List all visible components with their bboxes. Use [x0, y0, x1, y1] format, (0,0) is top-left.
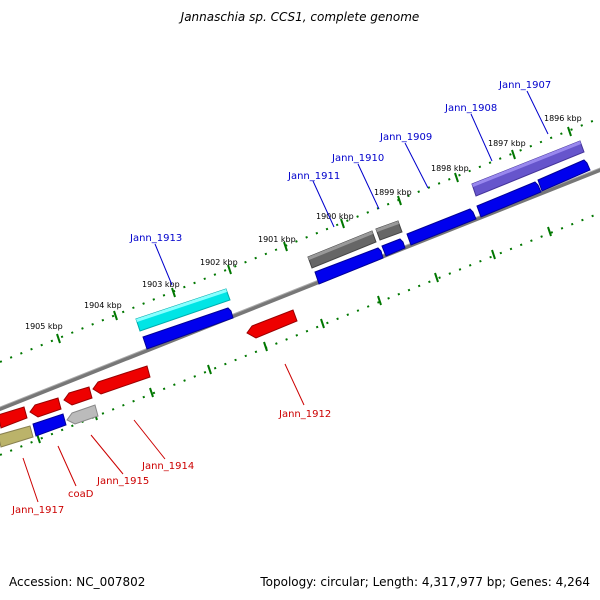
gene-jann-1913-shine — [136, 289, 227, 322]
label-coad[interactable]: coaD — [68, 489, 94, 500]
gene-jann-1907[interactable] — [471, 140, 585, 197]
gene-red-c[interactable] — [29, 397, 62, 418]
gene-red-d[interactable] — [0, 406, 28, 429]
gene-red-a[interactable] — [92, 365, 151, 395]
scale-label-1904: 1904 kbp — [84, 301, 122, 310]
label-jann-1911[interactable]: Jann_1911 — [287, 171, 340, 182]
gene-jann-1911-shine — [308, 231, 373, 260]
reverse-leader-lines — [22, 363, 305, 503]
forward-genes-lower — [142, 159, 591, 350]
accession-label: Accession: NC_007802 — [9, 575, 146, 589]
gene-blue-4[interactable] — [381, 238, 406, 257]
reverse-gene-labels: Jann_1912 Jann_1914 Jann_1915 coaD Jann_… — [11, 409, 331, 516]
gene-red-b[interactable] — [63, 386, 93, 406]
forward-scale-track — [0, 117, 600, 363]
gene-jann-1910-shine — [376, 221, 399, 232]
scale-label-1898: 1898 kbp — [431, 164, 469, 173]
gene-blue-6[interactable] — [142, 307, 234, 350]
label-jann-1910[interactable]: Jann_1910 — [331, 153, 384, 164]
forward-scale-dots — [0, 117, 600, 363]
genome-summary: Topology: circular; Length: 4,317,977 bp… — [260, 575, 590, 589]
gene-jann-1914[interactable] — [66, 404, 99, 425]
forward-scale-major-ticks — [56, 126, 572, 344]
scale-label-1899: 1899 kbp — [374, 188, 412, 197]
gene-jann-1917[interactable] — [0, 425, 34, 448]
label-jann-1908[interactable]: Jann_1908 — [444, 103, 497, 114]
label-jann-1907[interactable]: Jann_1907 — [498, 80, 551, 91]
scale-label-1900: 1900 kbp — [316, 212, 354, 221]
gene-blue-1[interactable] — [537, 159, 591, 192]
gene-coad[interactable] — [32, 413, 67, 437]
backbone-line — [0, 167, 600, 412]
reverse-scale-track — [0, 212, 600, 456]
label-jann-1912[interactable]: Jann_1912 — [278, 409, 331, 420]
gene-jann-1912[interactable] — [246, 309, 298, 339]
scale-label-1905: 1905 kbp — [25, 322, 63, 331]
gene-blue-3[interactable] — [406, 208, 477, 246]
forward-genes-upper — [135, 140, 585, 332]
label-jann-1914[interactable]: Jann_1914 — [141, 461, 194, 472]
scale-label-1897: 1897 kbp — [488, 139, 526, 148]
gene-blue-2[interactable] — [476, 181, 542, 218]
label-jann-1913[interactable]: Jann_1913 — [129, 233, 182, 244]
gene-jann-1907-shine — [472, 141, 581, 187]
forward-leader-lines — [154, 90, 549, 286]
forward-gene-labels: Jann_1907 Jann_1908 Jann_1909 Jann_1910 … — [129, 80, 551, 244]
label-jann-1915[interactable]: Jann_1915 — [96, 476, 149, 487]
label-jann-1917[interactable]: Jann_1917 — [11, 505, 64, 516]
scale-label-1896: 1896 kbp — [544, 114, 582, 123]
scale-label-1903: 1903 kbp — [142, 280, 180, 289]
scale-label-1902: 1902 kbp — [200, 258, 238, 267]
scale-labels: 1896 kbp 1897 kbp 1898 kbp 1899 kbp 1900… — [25, 114, 582, 331]
gene-blue-5[interactable] — [314, 247, 384, 285]
label-jann-1909[interactable]: Jann_1909 — [379, 132, 432, 143]
reverse-genes — [0, 309, 298, 448]
reverse-scale-dots — [0, 212, 600, 456]
genome-title: Jannaschia sp. CCS1, complete genome — [180, 10, 420, 24]
scale-label-1901: 1901 kbp — [258, 235, 296, 244]
